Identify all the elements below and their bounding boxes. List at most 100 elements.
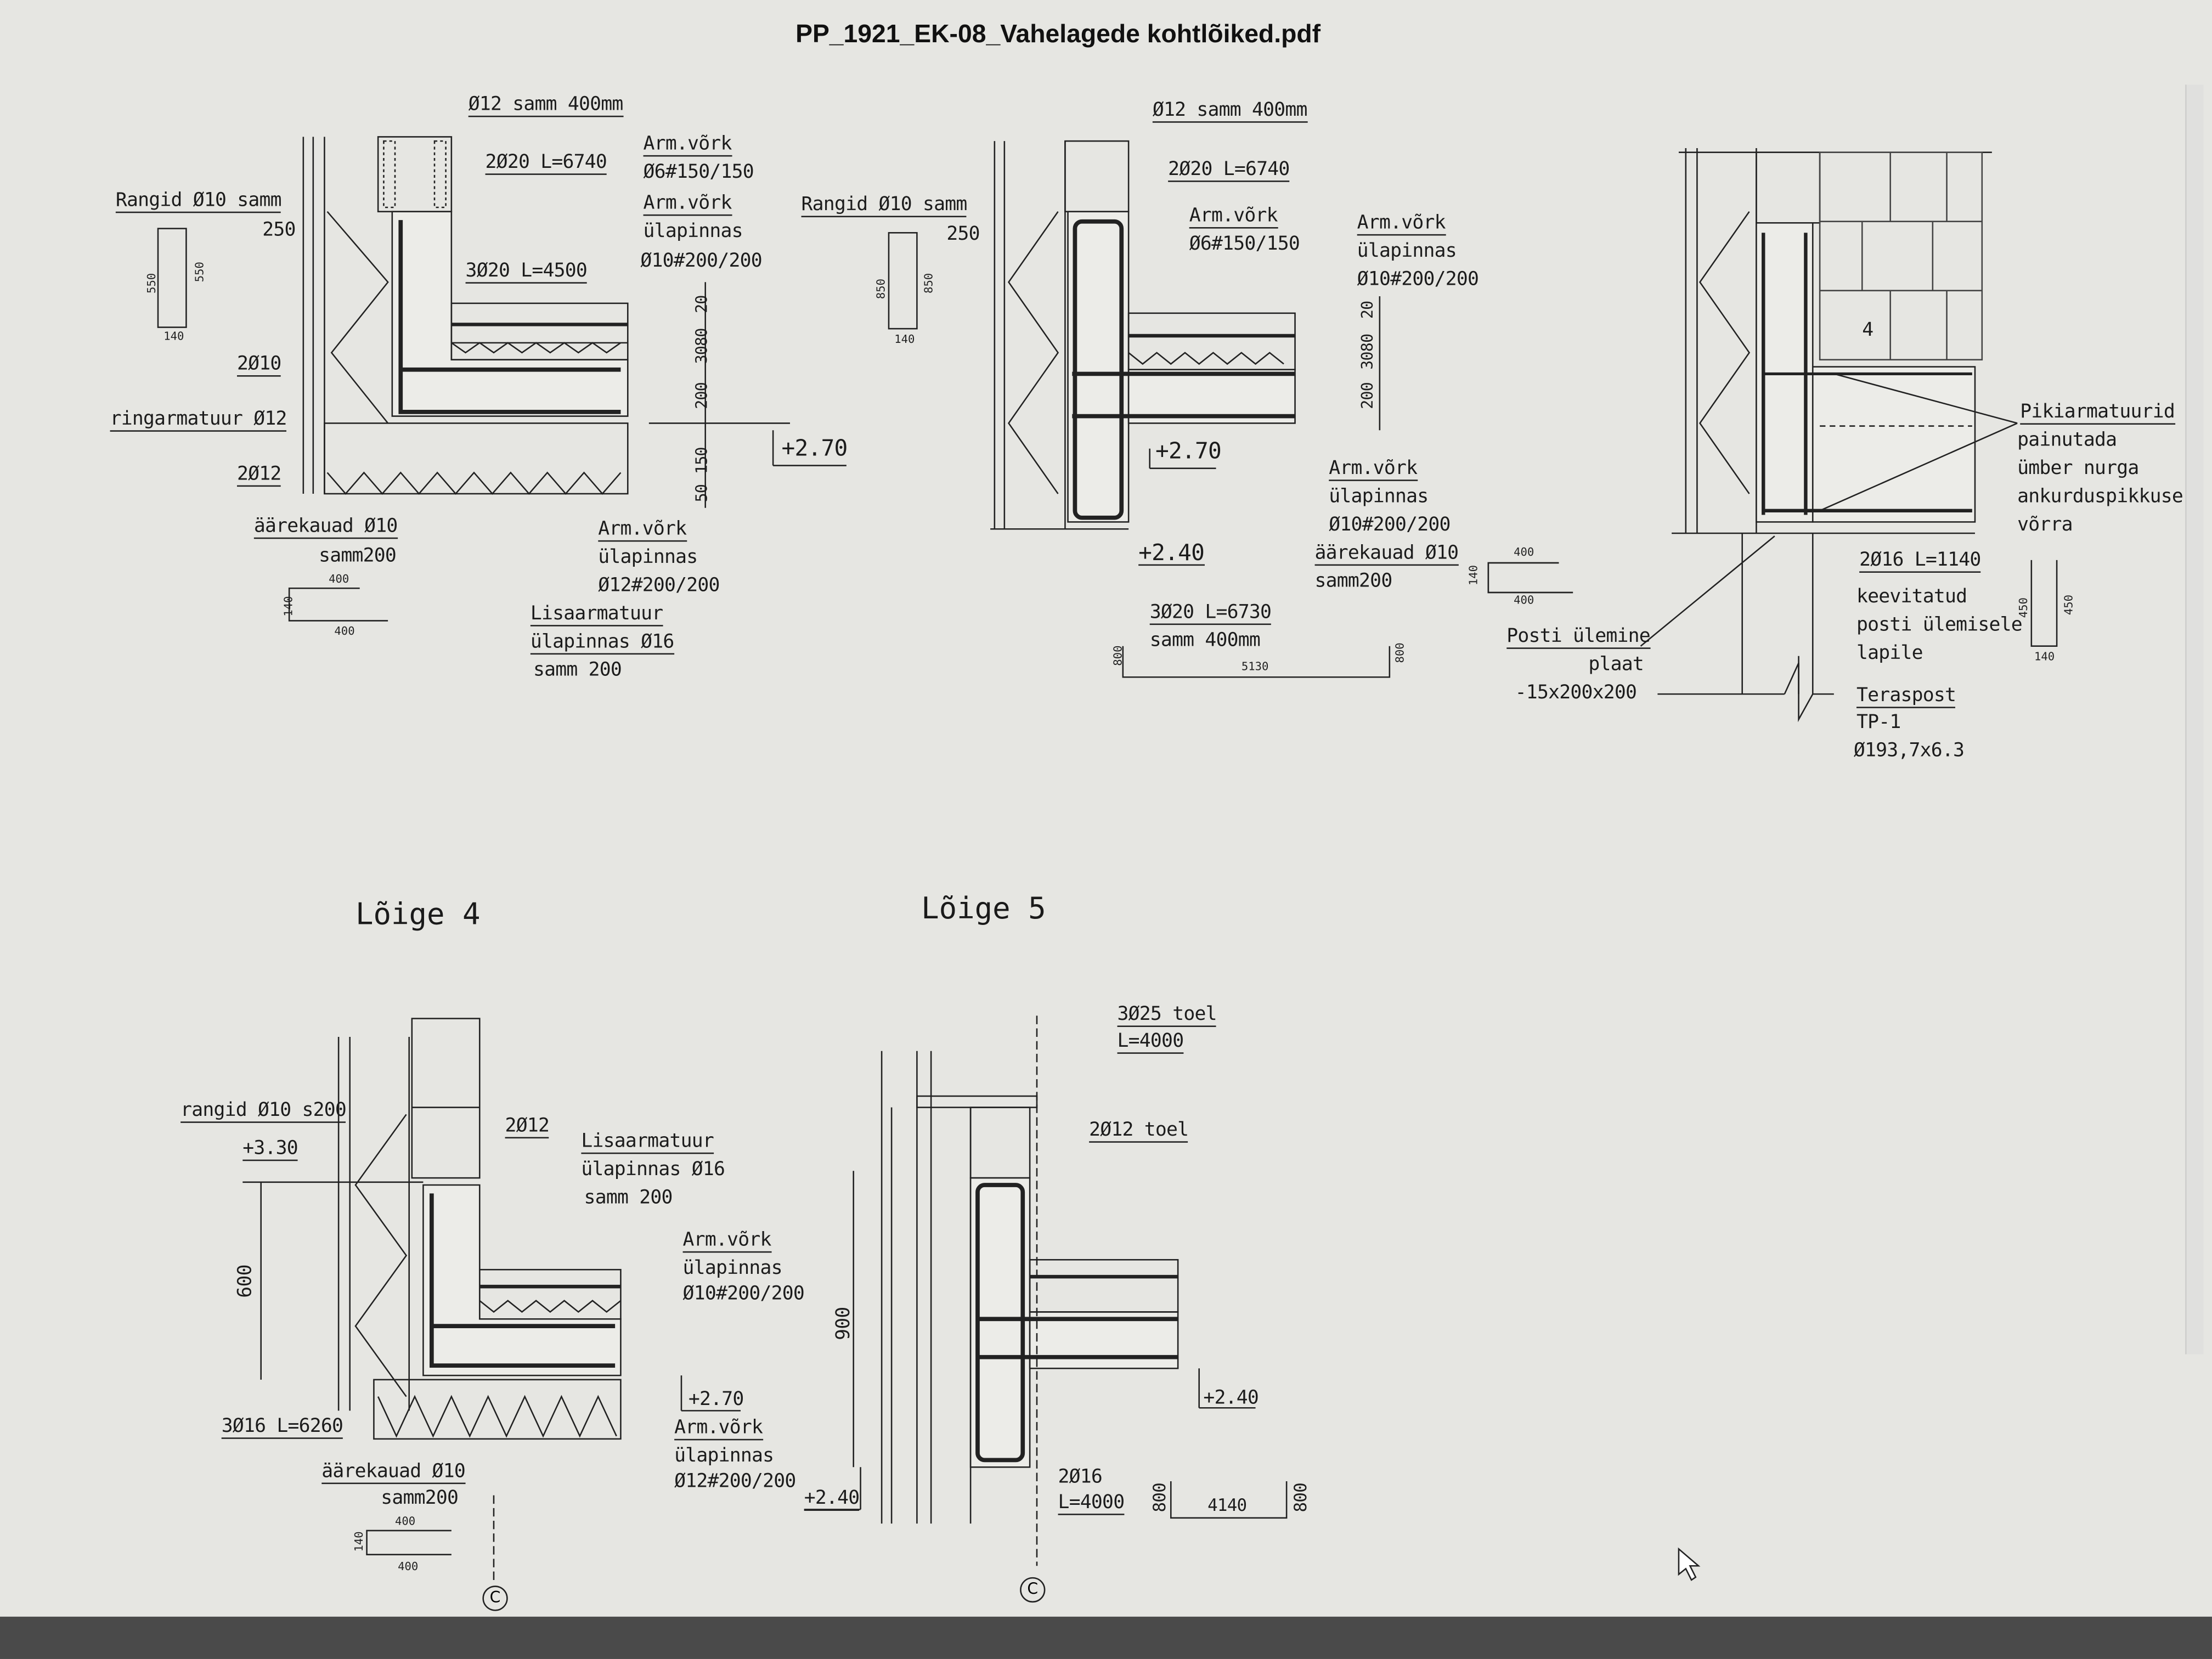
callout-label: painutada	[2017, 428, 2117, 452]
callout-label: ülapinnas Ø16	[581, 1158, 725, 1181]
callout-label: Ø10#200/200	[640, 250, 762, 273]
callout-label: Arm.võrk	[682, 1229, 771, 1253]
dimension-text: 600	[234, 1265, 257, 1298]
callout-label: 250	[262, 218, 296, 241]
callout-label: Ø6#150/150	[1189, 233, 1300, 256]
callout-label: Arm.võrk	[598, 518, 687, 542]
shape-dimension: 800	[1290, 1483, 1311, 1513]
callout-label: posti ülemisele	[1856, 613, 2023, 636]
shape-dimension: 450	[2062, 594, 2075, 616]
callout-label: Pikiarmatuurid	[2020, 400, 2175, 425]
level-mark: +2.70	[1155, 437, 1222, 464]
callout-label: Lisaarmatuur	[530, 602, 663, 627]
callout-label: samm 200	[584, 1186, 673, 1209]
callout-label: keevitatud	[1856, 585, 1967, 608]
dimension-text: 50	[692, 484, 711, 503]
callout-label: samm200	[319, 544, 397, 567]
callout-label: Ø12 samm 400mm	[1152, 99, 1307, 123]
callout-label: Ø12 samm 400mm	[468, 93, 623, 117]
callout-label: ülapinnas	[674, 1444, 774, 1468]
callout-label: äärekauad Ø10	[253, 515, 398, 539]
detail-4-section	[242, 1018, 741, 1580]
callout-label: Arm.võrk	[1329, 457, 1418, 481]
callout-label: Ø10#200/200	[1357, 268, 1479, 291]
callout-label: lapile	[1856, 641, 1923, 665]
callout-label: Arm.võrk	[643, 192, 732, 216]
callout-label: 2Ø20 L=6740	[485, 151, 607, 175]
level-mark: +2.70	[781, 434, 848, 461]
shape-dimension: 550	[193, 262, 206, 283]
level-mark: +2.40	[804, 1487, 860, 1511]
callout-label: ülapinnas	[643, 220, 743, 243]
callout-label: 2Ø20 L=6740	[1168, 158, 1290, 182]
level-mark: +3.30	[242, 1137, 298, 1161]
callout-label: äärekauad Ø10	[1314, 541, 1459, 566]
dimension-text: 20	[692, 295, 711, 313]
callout-label: plaat	[1588, 653, 1644, 676]
shape-dimension: 4140	[1207, 1495, 1247, 1515]
dimension-text: 900	[832, 1307, 855, 1340]
grid-axis-marker: C	[482, 1585, 508, 1611]
callout-label: 3Ø20 L=4500	[465, 259, 588, 284]
callout-label: ringarmatuur Ø12	[110, 408, 287, 432]
shape-dimension: 800	[1149, 1483, 1170, 1513]
shape-dimension: 800	[1111, 645, 1125, 666]
vertical-scrollbar[interactable]	[2185, 84, 2204, 1355]
level-mark: +2.40	[1203, 1386, 1259, 1409]
shape-dimension: 550	[145, 273, 158, 294]
section-heading-loige-5: Lõige 5	[921, 891, 1046, 926]
mouse-cursor-icon	[1678, 1547, 1701, 1581]
level-mark: +2.70	[688, 1388, 744, 1411]
callout-label: samm200	[381, 1487, 459, 1510]
callout-label: TP-1	[1856, 710, 1901, 734]
shape-dimension: 450	[2017, 597, 2030, 618]
level-mark: +2.40	[1138, 539, 1205, 566]
callout-label: L=4000	[1058, 1491, 1125, 1515]
detail-3-section	[1487, 148, 2058, 723]
bottom-bar	[0, 1616, 2212, 1659]
callout-label: 3Ø20 L=6730	[1149, 601, 1272, 625]
callout-label: ülapinnas	[1329, 485, 1429, 508]
dimension-text: 3080	[1358, 334, 1377, 370]
callout-label: samm 200	[533, 658, 622, 681]
shape-dimension: 400	[398, 1560, 419, 1573]
shape-dimension: 140	[894, 332, 915, 346]
shape-dimension: 5130	[1241, 660, 1269, 673]
callout-label: 250	[946, 223, 980, 246]
callout-label: Ø6#150/150	[643, 161, 754, 184]
callout-label: Ø193,7x6.3	[1853, 739, 1965, 762]
callout-label: ülapinnas	[598, 546, 698, 569]
callout-label: ülapinnas	[682, 1257, 783, 1280]
callout-label: ülapinnas	[1357, 240, 1457, 263]
shape-dimension: 140	[163, 330, 184, 343]
callout-label: ülapinnas Ø16	[530, 630, 674, 655]
shape-dimension: 140	[2034, 650, 2055, 663]
callout-label: L=4000	[1117, 1030, 1184, 1054]
callout-label: Posti ülemine	[1506, 625, 1651, 649]
document-title: PP_1921_EK-08_Vahelagede kohtlõiked.pdf	[795, 19, 1321, 48]
detail-1-section	[157, 136, 847, 622]
section-heading-loige-4: Lõige 4	[355, 897, 481, 932]
dimension-text: 150	[692, 447, 711, 474]
callout-label: võrra	[2017, 513, 2073, 537]
dimension-text: 20	[1358, 301, 1377, 319]
shape-dimension: 400	[394, 1515, 416, 1528]
callout-label: Ø10#200/200	[682, 1282, 805, 1305]
callout-label: 2Ø16	[1058, 1465, 1103, 1488]
callout-label: Arm.võrk	[1357, 212, 1446, 236]
callout-label: 2Ø12	[236, 462, 281, 487]
callout-label: Lisaarmatuur	[581, 1130, 714, 1154]
shape-dimension: 850	[874, 278, 888, 300]
shape-dimension: 140	[282, 596, 295, 617]
shape-dimension: 400	[1514, 546, 1534, 559]
shape-dimension: 850	[922, 273, 935, 294]
callout-label: 2Ø12 toel	[1089, 1119, 1189, 1143]
detail-5-section	[804, 1015, 1288, 1566]
callout-label: -15x200x200	[1515, 681, 1637, 704]
callout-label: ankurduspikkuse	[2017, 485, 2183, 508]
dimension-text: 4	[1862, 319, 1874, 342]
callout-label: Ø12#200/200	[674, 1470, 796, 1493]
callout-label: samm 400mm	[1149, 629, 1261, 652]
